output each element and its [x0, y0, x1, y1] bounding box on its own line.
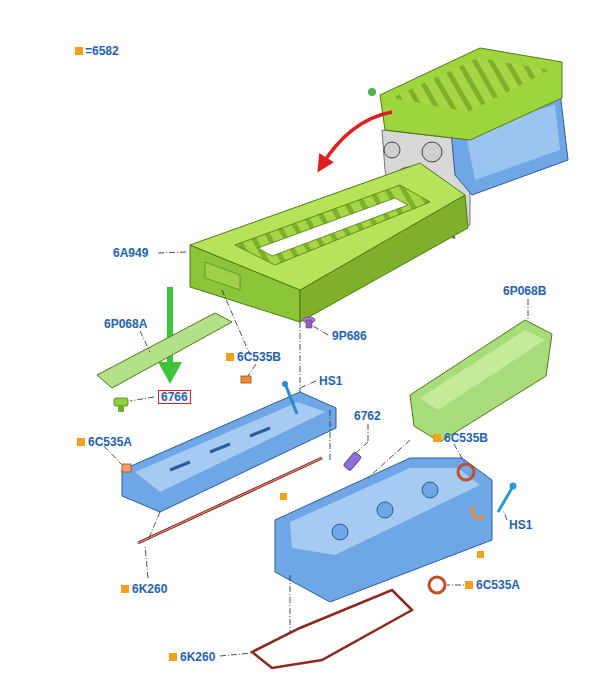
marker-square	[477, 551, 484, 558]
marker-square	[226, 353, 234, 361]
move-arrow	[322, 112, 392, 165]
coil-cover	[410, 320, 552, 442]
gasket-right	[252, 590, 412, 668]
bolt	[282, 381, 297, 414]
seal	[241, 376, 251, 383]
callout-number: 6K260	[180, 650, 215, 664]
callout-number: 9P686	[332, 329, 367, 343]
marker-square	[77, 438, 85, 446]
pcv-valve	[343, 452, 361, 472]
callout-number: 6C535B	[237, 350, 281, 364]
oil-cap	[114, 398, 128, 412]
callout-number: HS1	[509, 518, 532, 532]
leader-lines	[104, 252, 528, 656]
callout-number: 6P068A	[104, 317, 147, 331]
seal-ring	[458, 464, 474, 480]
legend-swatch	[75, 47, 83, 55]
seal-ring	[429, 577, 445, 593]
pin	[303, 317, 315, 328]
callout-number: 6762	[354, 409, 381, 423]
marker-square	[280, 493, 287, 500]
legend-text: =6582	[85, 44, 119, 58]
coil-cover	[97, 313, 232, 388]
marker-square	[433, 434, 441, 442]
seal	[122, 464, 131, 472]
callout-number: 6C535B	[444, 431, 488, 445]
callout-number: 6C535A	[88, 435, 132, 449]
callout-number: 6766	[158, 390, 191, 404]
valve-cover-right	[275, 458, 492, 602]
bolt	[498, 483, 517, 513]
callout-number: 6K260	[132, 582, 167, 596]
marker-square	[465, 581, 473, 589]
callout-number: HS1	[319, 374, 342, 388]
marker-square	[121, 585, 129, 593]
callout-number: 6P068B	[503, 284, 546, 298]
valve-cover-left	[122, 392, 336, 512]
marker-square	[169, 653, 177, 661]
engine-cover	[190, 163, 468, 322]
callout-number: 6A949	[113, 246, 148, 260]
callout-number: 6C535A	[476, 578, 520, 592]
seal	[472, 506, 484, 518]
